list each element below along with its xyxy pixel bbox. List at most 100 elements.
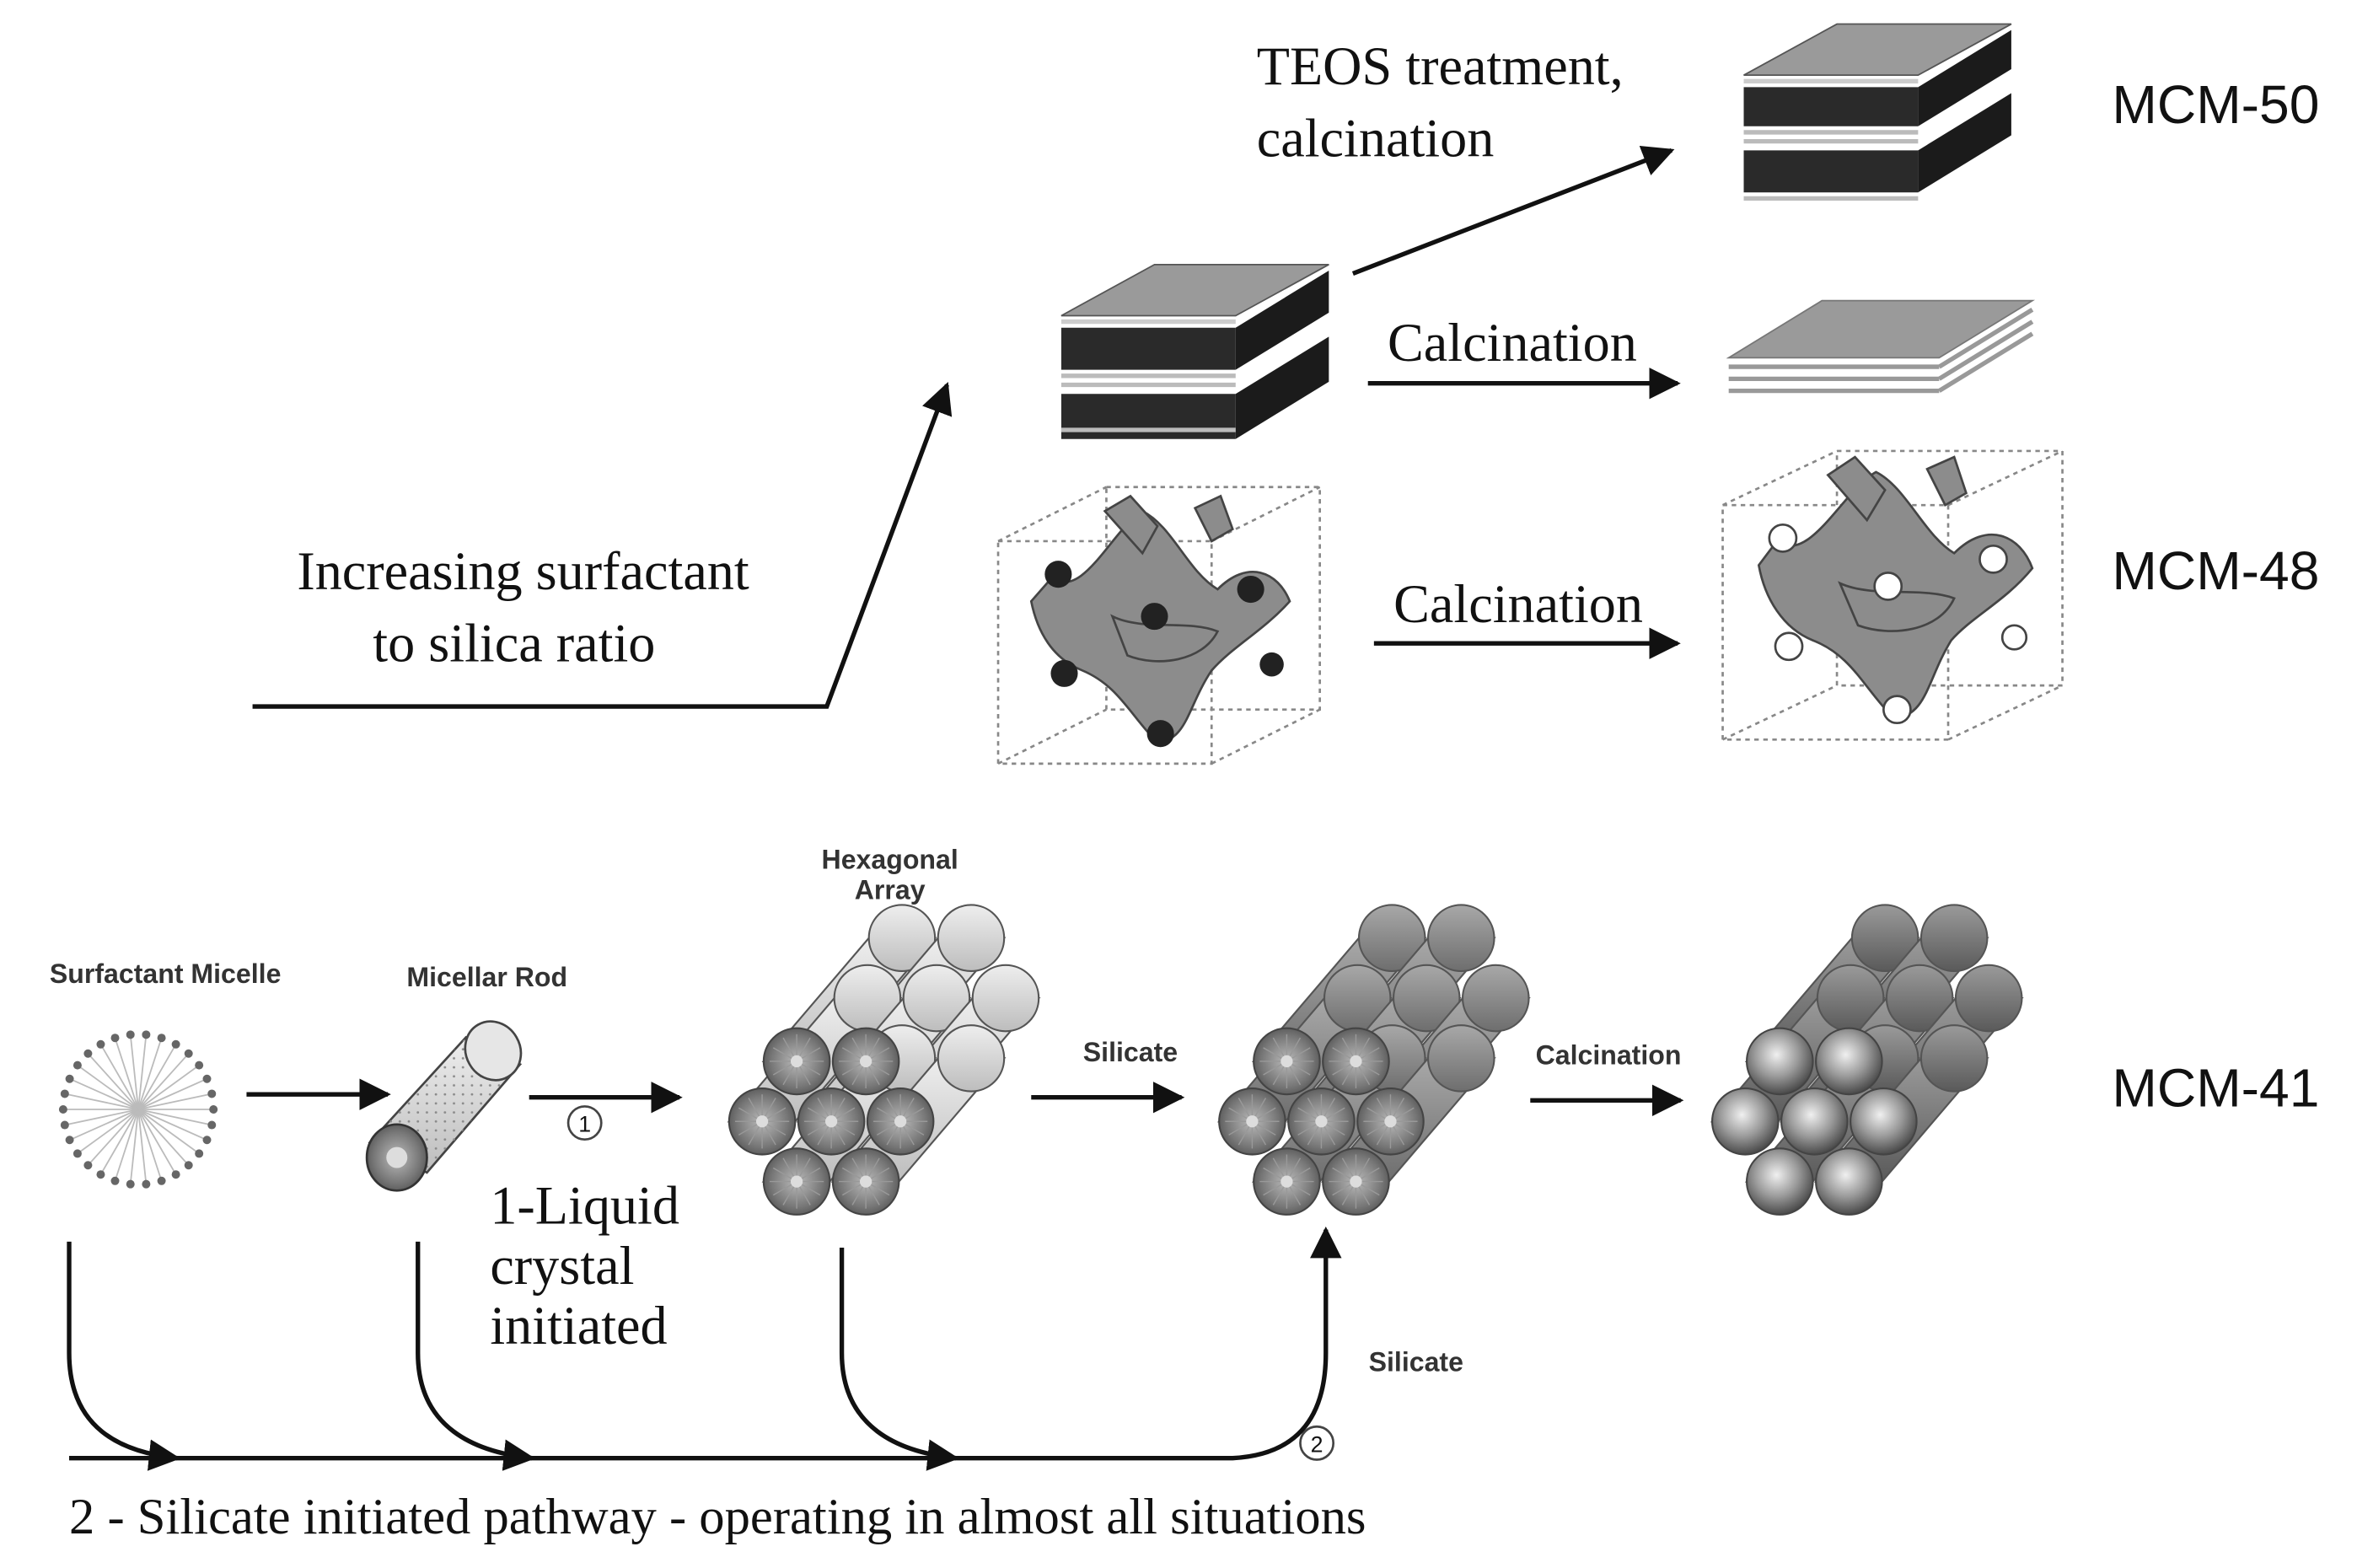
calcination-lamellar-label: Calcination	[1388, 313, 1637, 373]
micelle-head	[58, 1105, 67, 1114]
micelle-tail	[69, 1077, 139, 1110]
silicate-rod-back-end	[1461, 964, 1530, 1033]
liquid-crystal-label-line2: crystal	[490, 1236, 634, 1296]
hexagonal-array-label-line1: Hexagonal	[822, 845, 958, 875]
micelle-tail	[137, 1064, 200, 1110]
micelle-tail	[99, 1044, 139, 1110]
silicate-rod-end-core	[1246, 1115, 1259, 1128]
micellar-rod-icon	[365, 1020, 523, 1192]
micelle-tail	[137, 1037, 163, 1110]
lamellar-phase-stack	[1060, 263, 1329, 439]
step-1-circle	[566, 1105, 603, 1141]
silicate-rod-end-core	[1384, 1115, 1397, 1128]
silicate-rod-end-core	[1315, 1115, 1328, 1128]
micelle-head	[157, 1034, 166, 1043]
liquid-crystal-label-line3: initiated	[490, 1296, 667, 1356]
hexagonal-rod-back-end	[867, 904, 937, 973]
mcm41-rod-end	[1850, 1087, 1918, 1156]
mcm41-rod-back-end	[1954, 964, 2023, 1033]
hexagonal-rod-end-core	[790, 1175, 803, 1188]
mcm41-rod-end	[1746, 1147, 1814, 1216]
mcm41-rod-back-end	[1850, 904, 1919, 973]
mcm41-rod-back-end	[1919, 904, 1989, 973]
micelle-head	[142, 1030, 151, 1039]
mcm48-label: MCM-48	[2112, 540, 2319, 601]
silicate-rod-back-end	[1357, 904, 1426, 973]
micelle-head	[96, 1039, 105, 1049]
calcination-bottom-label: Calcination	[1536, 1040, 1682, 1071]
micelle-tail	[129, 1034, 139, 1110]
micelle-tail	[87, 1109, 139, 1166]
silicate-coated-array-icon	[1216, 904, 1531, 1216]
micelle-head	[110, 1034, 120, 1043]
mcm41-rod-back-end	[1885, 964, 1954, 1033]
micelle-head	[157, 1176, 166, 1185]
hexagonal-array-label-line2: Array	[855, 874, 926, 905]
mcm41-label: MCM-41	[2112, 1057, 2319, 1118]
micelle-tail	[137, 1109, 212, 1126]
micelle-head	[83, 1161, 93, 1170]
cubic-framework-with-template	[996, 486, 1321, 765]
surfactant-ratio-arrow	[252, 381, 953, 709]
silicate-rod-end-core	[1281, 1175, 1293, 1188]
micelle-head	[171, 1039, 180, 1049]
micelle-head	[72, 1149, 82, 1158]
micelle-tail	[64, 1109, 139, 1126]
micelle-tail	[87, 1053, 139, 1110]
step-1-number: 1	[578, 1112, 591, 1137]
micelle-head	[96, 1170, 105, 1179]
micelle-tail	[137, 1109, 190, 1166]
silicate-rod-end-core	[1350, 1055, 1362, 1068]
silicate-bottom-label: Silicate	[1369, 1346, 1463, 1377]
teos-label-line2: calcination	[1257, 108, 1495, 168]
micellar-rod-label: Micellar Rod	[406, 962, 567, 992]
micelle-head	[126, 1179, 135, 1189]
collapsed-lamellar-layers	[1726, 299, 2036, 394]
micelle-tail	[69, 1109, 139, 1141]
silicate-rod-end-core	[1350, 1175, 1362, 1188]
micelle-head	[83, 1049, 93, 1058]
mcm50-stack	[1743, 23, 2012, 201]
hexagonal-rod-end-core	[824, 1115, 838, 1128]
hexagonal-array-icon	[727, 904, 1041, 1216]
micelle-tail	[137, 1053, 190, 1110]
mcm41-rod-end	[1815, 1027, 1883, 1096]
micelle-tail	[137, 1093, 212, 1110]
micelle-head	[60, 1120, 69, 1130]
micelle-tail	[77, 1064, 139, 1110]
silicate-pathway-label: 2 - Silicate initiated pathway - operati…	[69, 1489, 1366, 1545]
micelle-head	[110, 1176, 120, 1185]
surfactant-ratio-label-line1: Increasing surfactant	[297, 541, 749, 601]
micelle-head	[65, 1136, 74, 1145]
micelle-tail	[137, 1034, 148, 1110]
micelle-tail	[114, 1109, 139, 1182]
micelle-tail	[137, 1109, 163, 1182]
micelle-tail	[137, 1109, 177, 1175]
micelle-head	[195, 1061, 204, 1070]
hexagonal-rod-end-core	[859, 1055, 872, 1068]
micelle-head	[207, 1089, 217, 1098]
micelle-head	[202, 1074, 212, 1083]
hexagonal-rod-back-end	[971, 964, 1040, 1033]
surfactant-micelle-icon	[58, 1030, 218, 1189]
micelle-head	[142, 1179, 151, 1189]
hexagonal-rod-back-end	[937, 1024, 1006, 1093]
micelle-tail	[137, 1109, 148, 1184]
micelle-tail	[64, 1093, 139, 1110]
surfactant-ratio-label-line2: to silica ratio	[373, 614, 655, 674]
mcm50-label: MCM-50	[2112, 74, 2319, 135]
hexagonal-rod-end-core	[790, 1055, 803, 1068]
micelle-tail	[99, 1109, 139, 1175]
micelle-head	[209, 1105, 218, 1114]
micelle-head	[195, 1149, 204, 1158]
teos-label-line1: TEOS treatment,	[1257, 36, 1624, 96]
silicate-top-label: Silicate	[1083, 1037, 1178, 1067]
micelle-head	[171, 1170, 180, 1179]
silicate-rod-end-core	[1281, 1055, 1293, 1068]
mcm41-rod-end	[1815, 1147, 1883, 1216]
mcm41-rod-end	[1780, 1087, 1849, 1156]
cubic-framework-calcined	[1721, 449, 2064, 741]
silicate-rod-back-end	[1426, 1024, 1495, 1093]
